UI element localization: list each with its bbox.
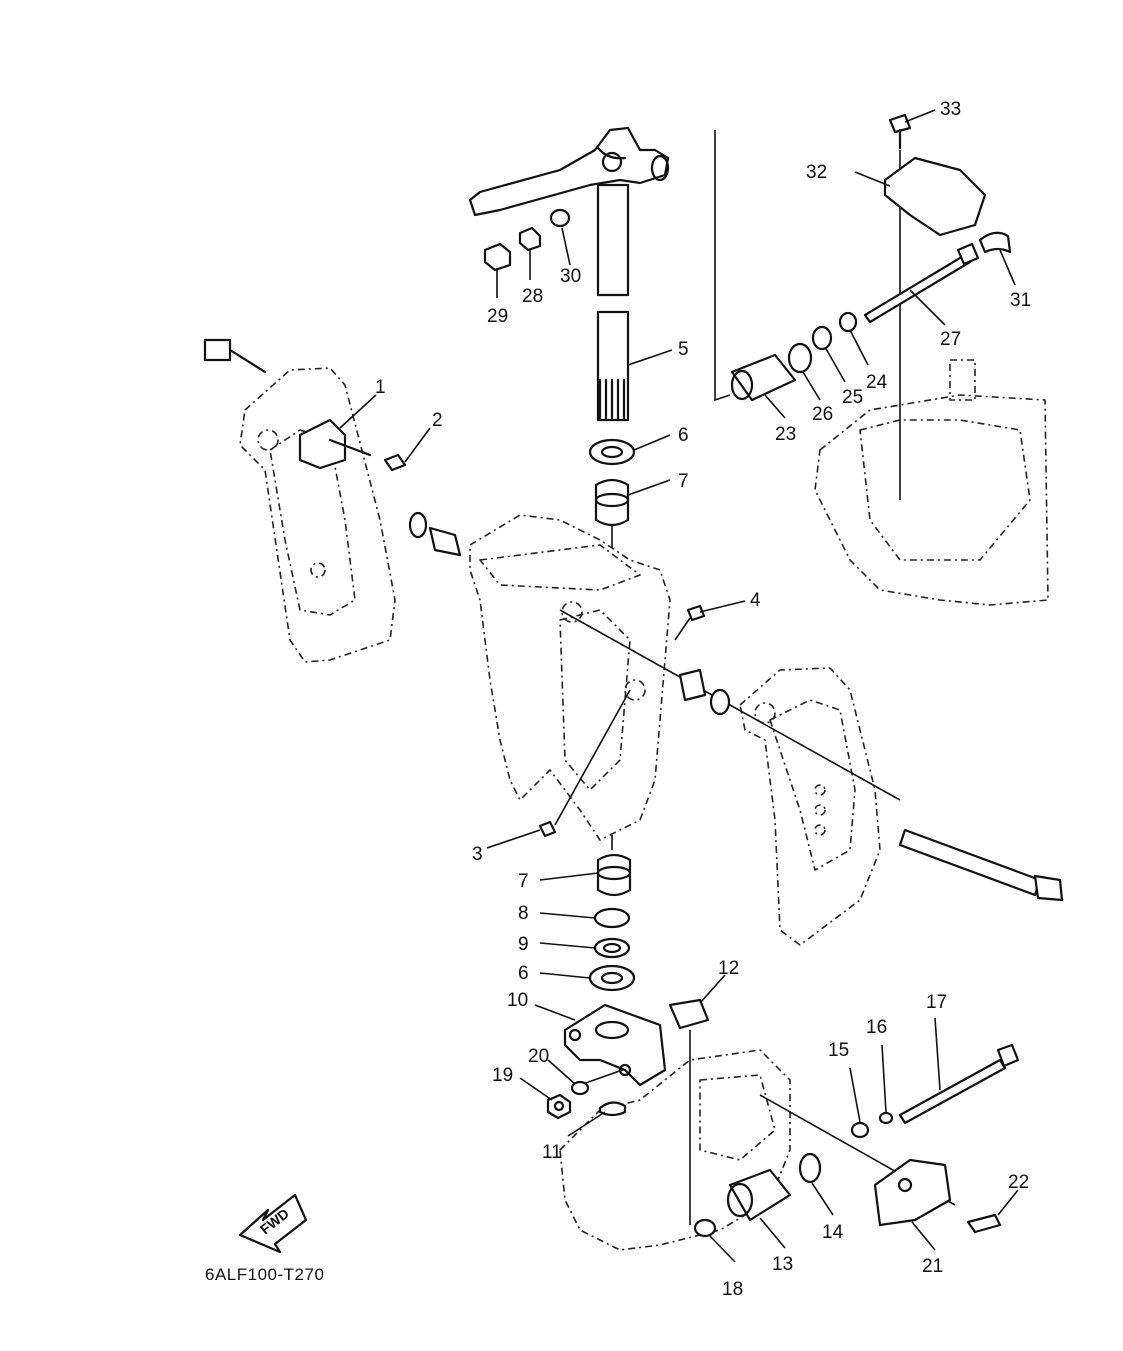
callout-3: 3 xyxy=(472,844,483,865)
callout-29: 29 xyxy=(487,306,508,327)
callout-14: 14 xyxy=(822,1222,844,1243)
callout-labels: 1 2 3 4 5 6 7 7 8 9 6 10 11 12 13 14 15 … xyxy=(375,99,1031,1300)
callout-26: 26 xyxy=(812,404,833,425)
part-tilt-tube xyxy=(898,828,1064,902)
part-washer-16 xyxy=(878,1111,894,1125)
callout-21: 21 xyxy=(922,1256,943,1277)
part-washer-15 xyxy=(850,1121,870,1139)
part-bushing-upper xyxy=(594,478,630,527)
part-washer-20 xyxy=(570,1080,590,1096)
part-circlip xyxy=(598,1101,627,1117)
part-washer-9 xyxy=(593,937,631,959)
part-bushing-13 xyxy=(726,1168,792,1222)
part-washer-24 xyxy=(838,311,858,333)
callout-32: 32 xyxy=(806,162,827,183)
callout-28: 28 xyxy=(522,286,543,307)
callout-1: 1 xyxy=(375,377,386,398)
part-washer-30 xyxy=(549,208,571,228)
part-screw-3 xyxy=(538,820,557,838)
part-seal-26 xyxy=(787,342,813,374)
callout-2: 2 xyxy=(432,410,443,431)
ghost-engine-base xyxy=(814,359,1049,606)
callout-22: 22 xyxy=(1008,1172,1029,1193)
fwd-arrow-icon: FWD xyxy=(238,1193,308,1254)
part-bolt-22 xyxy=(966,1213,1002,1234)
part-bracket-32 xyxy=(883,156,987,237)
part-clip xyxy=(668,998,710,1030)
part-o-ring xyxy=(593,907,631,929)
ghost-right-clamp-bracket xyxy=(739,667,881,946)
part-steering-yoke xyxy=(563,1003,667,1087)
part-screw-2 xyxy=(383,453,407,472)
callout-4: 4 xyxy=(750,590,761,611)
part-steering-arm xyxy=(468,126,670,217)
callout-19: 19 xyxy=(492,1065,513,1086)
callout-30: 30 xyxy=(560,266,581,287)
part-nut-19 xyxy=(546,1093,572,1120)
callout-25: 25 xyxy=(842,387,863,408)
callout-15: 15 xyxy=(828,1040,849,1061)
ghost-lower-bracket xyxy=(559,1049,791,1251)
callout-17: 17 xyxy=(926,992,947,1013)
part-nut-28 xyxy=(518,226,542,252)
part-bolt-27 xyxy=(863,242,980,324)
callout-6: 6 xyxy=(678,425,689,446)
ghost-left-clamp-bracket xyxy=(239,367,396,663)
callout-10: 10 xyxy=(507,990,528,1011)
part-bushing-31 xyxy=(978,231,1012,254)
callout-12: 12 xyxy=(718,958,739,979)
part-trim-sensor xyxy=(203,338,372,470)
callout-8: 8 xyxy=(518,903,529,924)
part-cap-29 xyxy=(483,242,512,272)
part-bracket-21 xyxy=(873,1158,952,1227)
callout-7-lower: 7 xyxy=(518,871,529,892)
part-o-ring-14 xyxy=(798,1152,822,1184)
callout-9: 9 xyxy=(518,934,529,955)
callout-13: 13 xyxy=(772,1254,793,1275)
leader-lines xyxy=(339,109,1019,1263)
part-clip-4 xyxy=(686,604,706,622)
callout-5: 5 xyxy=(678,339,689,360)
callout-33: 33 xyxy=(940,99,961,120)
callout-7: 7 xyxy=(678,471,689,492)
callout-6-lower: 6 xyxy=(518,963,529,984)
part-steering-shaft xyxy=(596,183,630,422)
callout-18: 18 xyxy=(722,1279,743,1300)
callout-31: 31 xyxy=(1010,290,1031,311)
callout-24: 24 xyxy=(866,372,888,393)
part-washer-upper xyxy=(588,438,636,466)
part-tube-bushings xyxy=(408,511,731,716)
part-bushing-lower xyxy=(596,853,632,897)
part-bolt-17 xyxy=(898,1043,1020,1125)
part-washer-lower xyxy=(588,964,636,992)
part-washer-18 xyxy=(693,1218,717,1238)
part-bushing-23 xyxy=(730,353,797,402)
part-washer-25 xyxy=(811,325,833,351)
callout-16: 16 xyxy=(866,1017,887,1038)
ghost-swivel-bracket xyxy=(469,514,671,841)
diagram-reference-code: 6ALF100-T270 xyxy=(205,1265,324,1284)
callout-23: 23 xyxy=(775,424,796,445)
callout-11: 11 xyxy=(542,1142,562,1163)
part-bolt-33 xyxy=(888,113,912,150)
callout-20: 20 xyxy=(528,1046,549,1067)
callout-27: 27 xyxy=(940,329,961,350)
